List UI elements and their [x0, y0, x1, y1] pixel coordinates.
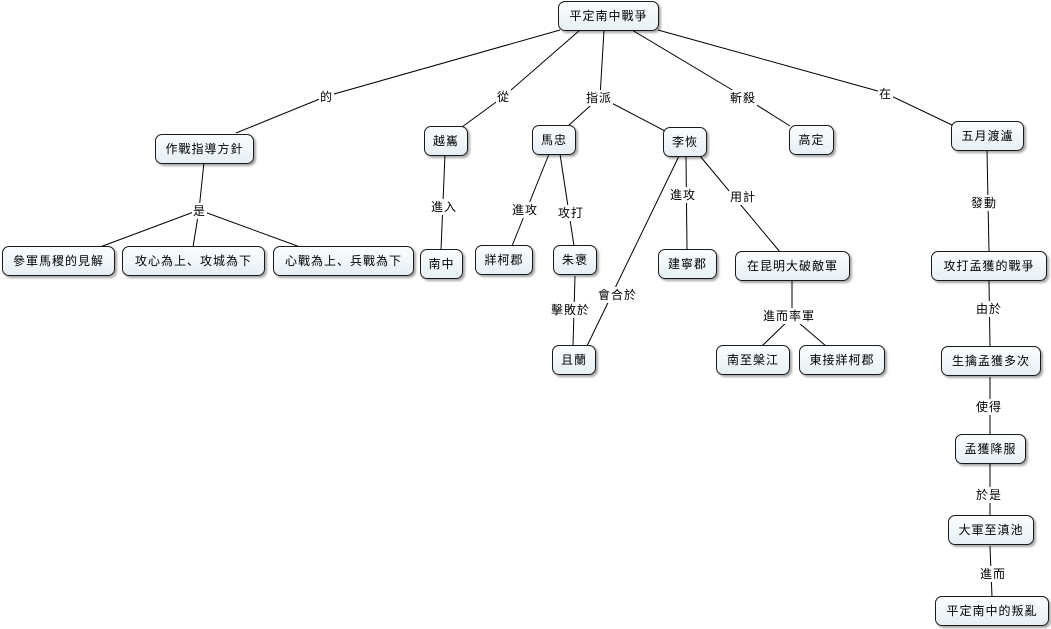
edge-label-from: 從 [496, 89, 512, 105]
node-kunming[interactable]: 在昆明大破敵軍 [735, 251, 850, 281]
node-gaoding[interactable]: 高定 [789, 125, 834, 155]
node-wuyue[interactable]: 五月渡瀘 [951, 121, 1024, 151]
node-lihui[interactable]: 李恢 [663, 127, 707, 157]
edge-label-because: 由於 [975, 301, 1004, 317]
line-at-wuyue [884, 92, 953, 126]
node-root[interactable]: 平定南中戰爭 [558, 1, 659, 31]
line-guide-is [198, 161, 205, 211]
line-lihui-jianning [685, 155, 688, 251]
line-root-behead [631, 29, 745, 98]
line-root-from [502, 29, 581, 98]
edge-label-assign: 指派 [585, 90, 614, 106]
node-qielan[interactable]: 且蘭 [552, 345, 596, 375]
line-is-advice [99, 209, 200, 248]
node-nanzhong[interactable]: 南中 [420, 249, 463, 279]
node-dianchi[interactable]: 大軍至滇池 [948, 515, 1034, 545]
node-panjiang[interactable]: 南至槃江 [716, 345, 790, 375]
edge-label-launch: 發動 [970, 195, 999, 211]
edge-label-of: 的 [319, 89, 335, 105]
edge-label-is: 是 [192, 203, 208, 219]
node-guide[interactable]: 作戰指導方針 [155, 134, 254, 164]
edge-label-cause: 使得 [975, 399, 1004, 415]
node-capture[interactable]: 生擒孟獲多次 [941, 346, 1041, 376]
node-jianning[interactable]: 建寧郡 [658, 249, 717, 279]
edge-label-thereupon: 於是 [975, 487, 1004, 503]
edge-label-strike: 攻打 [557, 205, 586, 221]
line-is-heart [198, 209, 301, 248]
node-yuexi[interactable]: 越巂 [424, 126, 468, 156]
node-heart[interactable]: 心戰為上、兵戰為下 [273, 246, 414, 276]
edge-label-advance2: 進攻 [669, 187, 698, 203]
node-eastzangke[interactable]: 東接牂柯郡 [799, 345, 885, 375]
line-mazhong-zangke [511, 153, 550, 247]
edge-label-advance1: 進攻 [511, 202, 540, 218]
edge-label-further: 進而 [979, 566, 1008, 582]
edge-label-useplan: 用計 [729, 189, 758, 205]
node-surrender[interactable]: 孟獲降服 [955, 434, 1026, 464]
edge-label-meet: 會合於 [597, 287, 639, 303]
node-mazhong[interactable]: 馬忠 [532, 125, 576, 155]
edge-label-at: 在 [878, 86, 894, 102]
node-attack[interactable]: 攻打孟獲的戰爭 [931, 251, 1047, 281]
edge-label-defeat: 擊敗於 [550, 302, 592, 318]
node-mind[interactable]: 攻心為上、攻城為下 [122, 246, 265, 276]
line-lihui-qielan [586, 155, 680, 347]
edge-label-enter: 進入 [430, 199, 459, 215]
edge-label-behead: 斬殺 [729, 90, 758, 106]
node-advice[interactable]: 參軍馬稷的見解 [2, 246, 115, 276]
node-zangke[interactable]: 牂柯郡 [475, 245, 533, 275]
line-root-at [657, 29, 886, 94]
edge-label-leadarmy: 進而率軍 [762, 308, 817, 324]
node-zhubao[interactable]: 朱褒 [553, 245, 597, 275]
line-root-of [326, 29, 561, 97]
line-mazhong-zhubao [559, 153, 575, 247]
line-of-guide [235, 95, 328, 134]
node-pacify[interactable]: 平定南中的叛亂 [935, 596, 1049, 626]
line-root-assign [599, 29, 605, 98]
